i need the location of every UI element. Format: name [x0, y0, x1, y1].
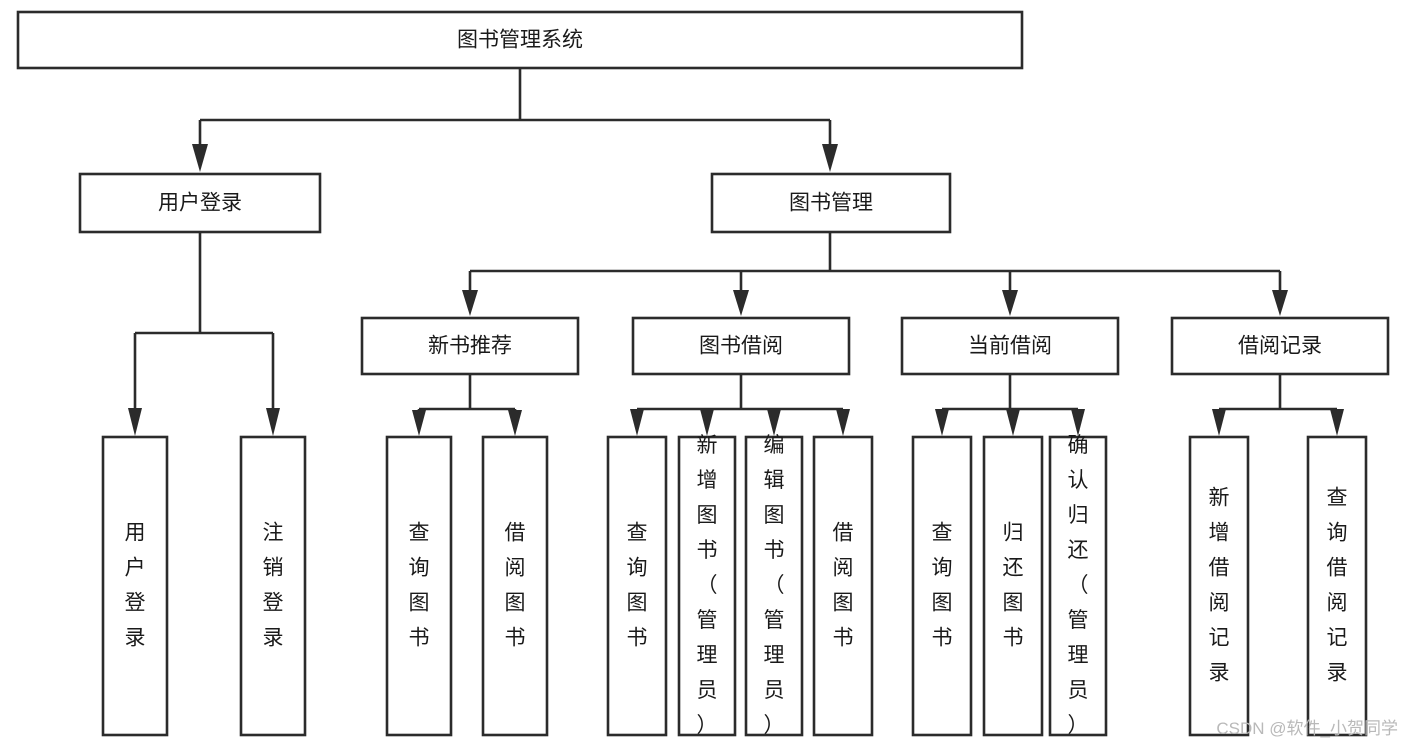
node-book-management-label: 图书管理 — [789, 192, 873, 215]
arrow-head-leaf-query-book-current — [935, 409, 949, 436]
node-leaf-user-login[interactable]: 用户登录 — [101, 435, 169, 737]
node-new-book-recommend[interactable]: 新书推荐 — [360, 316, 580, 376]
arrow-head-leaf-add-borrow-record — [1212, 409, 1226, 436]
arrow-head-leaf-query-borrow-record — [1330, 409, 1344, 436]
node-borrow-records-label: 借阅记录 — [1238, 335, 1322, 358]
node-root-box[interactable] — [16, 10, 1024, 70]
node-book-borrow-box[interactable] — [631, 316, 851, 376]
node-leaf-confirm-return-admin-box[interactable] — [1048, 435, 1108, 737]
node-book-management[interactable]: 图书管理 — [710, 172, 952, 234]
node-leaf-query-book-current-label: 查询图书 — [932, 522, 953, 650]
node-leaf-add-book-admin[interactable]: 新增图书（管理员） — [677, 434, 737, 737]
arrow-head-leaf-query-book-borrow — [630, 409, 644, 436]
node-user-login-label: 用户登录 — [158, 192, 242, 215]
node-leaf-borrow-book-recommend-label: 借阅图书 — [505, 522, 526, 650]
node-current-borrow[interactable]: 当前借阅 — [900, 316, 1120, 376]
arrow-head-leaf-logout — [266, 408, 280, 436]
node-leaf-borrow-book-recommend[interactable]: 借阅图书 — [481, 435, 549, 737]
node-leaf-add-borrow-record-box[interactable] — [1188, 435, 1250, 737]
node-leaf-add-borrow-record-label: 新增借阅记录 — [1209, 487, 1230, 685]
node-leaf-query-book-borrow-box[interactable] — [606, 435, 668, 737]
node-leaf-query-book-current-box[interactable] — [911, 435, 973, 737]
node-current-borrow-box[interactable] — [900, 316, 1120, 376]
node-root[interactable]: 图书管理系统 — [16, 10, 1024, 70]
node-leaf-query-borrow-record-label: 查询借阅记录 — [1327, 487, 1348, 685]
node-book-management-box[interactable] — [710, 172, 952, 234]
connector-layer — [128, 68, 1344, 436]
node-leaf-add-book-admin-label: 新增图书（管理员） — [697, 434, 718, 737]
leaf-nodes: 用户登录 注销登录 查询图书 借阅图书 查询图书 新增图书（管理员） — [101, 434, 1368, 737]
arrow-head-leaf-confirm-return-admin — [1071, 409, 1085, 436]
arrow-head-leaf-borrow-book-recommend — [508, 410, 522, 436]
node-leaf-query-book-recommend[interactable]: 查询图书 — [385, 435, 453, 737]
node-leaf-edit-book-admin[interactable]: 编辑图书（管理员） — [744, 434, 804, 737]
node-leaf-borrow-book-borrow-box[interactable] — [812, 435, 874, 737]
arrow-head-book-management — [822, 144, 838, 172]
arrow-head-book-borrow — [733, 290, 749, 316]
node-new-book-recommend-box[interactable] — [360, 316, 580, 376]
arrow-head-leaf-query-book-recommend — [412, 410, 426, 436]
node-borrow-records-box[interactable] — [1170, 316, 1390, 376]
node-book-borrow-label: 图书借阅 — [699, 335, 783, 358]
csdn-watermark: CSDN @软件_小贺同学 — [1216, 719, 1398, 738]
node-leaf-confirm-return-admin[interactable]: 确认归还（管理员） — [1048, 434, 1108, 737]
arrow-head-current-borrow — [1002, 290, 1018, 316]
node-leaf-edit-book-admin-label: 编辑图书（管理员） — [764, 434, 785, 737]
node-leaf-logout[interactable]: 注销登录 — [239, 435, 307, 737]
node-leaf-edit-book-admin-box[interactable] — [744, 435, 804, 737]
node-leaf-borrow-book-borrow[interactable]: 借阅图书 — [812, 435, 874, 737]
node-leaf-add-borrow-record[interactable]: 新增借阅记录 — [1188, 435, 1250, 737]
node-leaf-query-book-recommend-label: 查询图书 — [409, 522, 430, 650]
node-leaf-borrow-book-recommend-box[interactable] — [481, 435, 549, 737]
arrow-head-new-book-recommend — [462, 290, 478, 316]
node-leaf-user-login-box[interactable] — [101, 435, 169, 737]
node-borrow-records[interactable]: 借阅记录 — [1170, 316, 1390, 376]
node-root-label: 图书管理系统 — [457, 29, 583, 52]
node-leaf-borrow-book-borrow-label: 借阅图书 — [833, 522, 854, 650]
node-leaf-user-login-label: 用户登录 — [125, 522, 146, 650]
node-leaf-query-book-recommend-box[interactable] — [385, 435, 453, 737]
node-leaf-query-book-borrow-label: 查询图书 — [627, 522, 648, 650]
node-leaf-query-book-borrow[interactable]: 查询图书 — [606, 435, 668, 737]
node-leaf-query-book-current[interactable]: 查询图书 — [911, 435, 973, 737]
arrow-head-leaf-edit-book-admin — [767, 409, 781, 436]
arrow-head-leaf-add-book-admin — [700, 409, 714, 436]
node-new-book-recommend-label: 新书推荐 — [428, 335, 512, 358]
node-user-login[interactable]: 用户登录 — [78, 172, 322, 234]
node-leaf-return-book-box[interactable] — [982, 435, 1044, 737]
node-leaf-return-book-label: 归还图书 — [1003, 522, 1024, 650]
node-leaf-query-borrow-record[interactable]: 查询借阅记录 — [1306, 435, 1368, 737]
arrow-head-user-login — [192, 144, 208, 172]
node-leaf-return-book[interactable]: 归还图书 — [982, 435, 1044, 737]
node-leaf-confirm-return-admin-label: 确认归还（管理员） — [1068, 434, 1089, 737]
arrow-head-leaf-user-login — [128, 408, 142, 436]
node-user-login-box[interactable] — [78, 172, 322, 234]
node-layer: 图书管理系统 用户登录 图书管理 新书推荐 图书借阅 当前借阅 借阅记录 — [16, 10, 1390, 737]
arrow-head-leaf-return-book — [1006, 409, 1020, 436]
arrow-head-leaf-borrow-book-borrow — [836, 409, 850, 436]
node-current-borrow-label: 当前借阅 — [968, 335, 1052, 358]
node-leaf-add-book-admin-box[interactable] — [677, 435, 737, 737]
node-leaf-logout-box[interactable] — [239, 435, 307, 737]
arrow-head-borrow-records — [1272, 290, 1288, 316]
node-leaf-query-borrow-record-box[interactable] — [1306, 435, 1368, 737]
node-leaf-logout-label: 注销登录 — [263, 522, 284, 650]
node-book-borrow[interactable]: 图书借阅 — [631, 316, 851, 376]
